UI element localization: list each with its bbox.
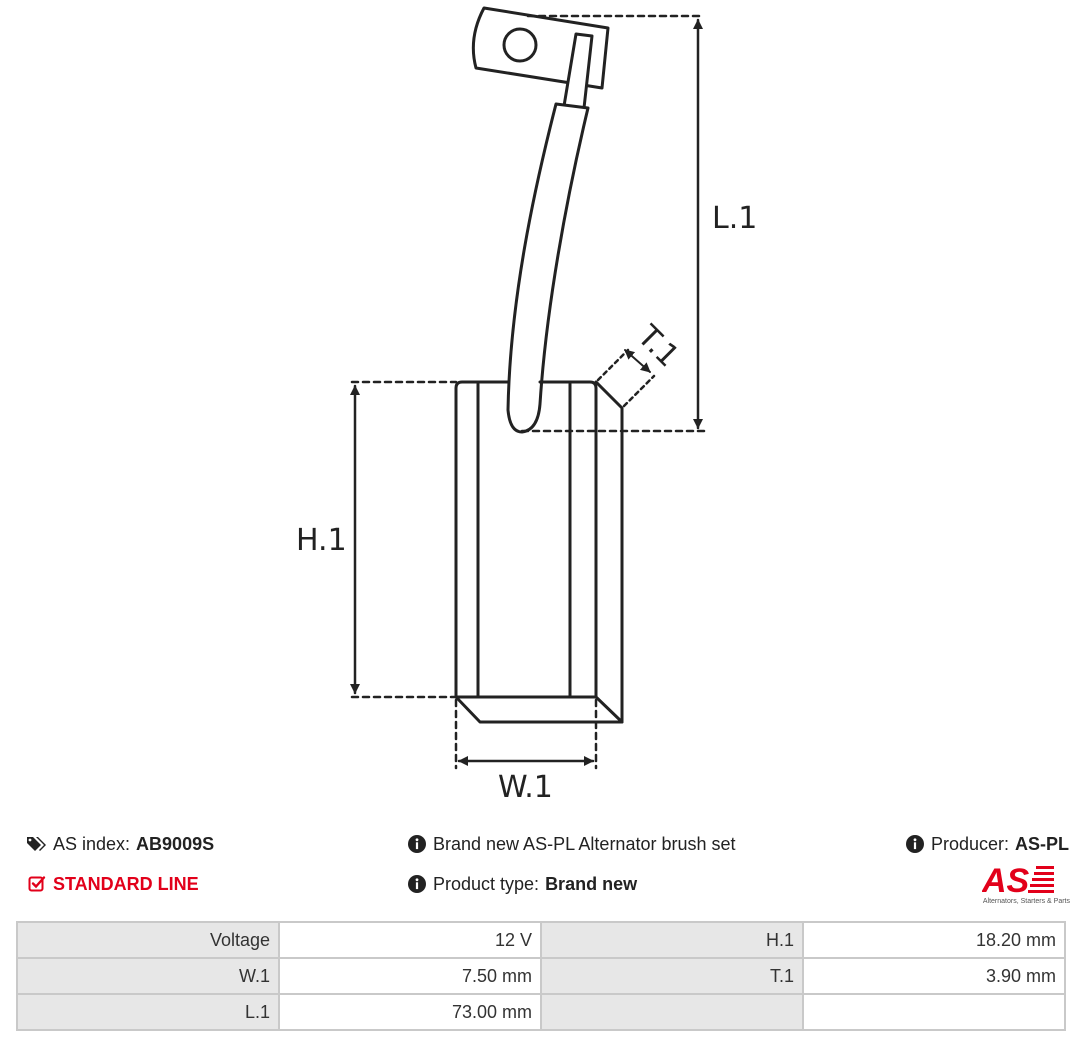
producer-value: AS-PL <box>1015 833 1070 854</box>
spec-value: 7.50 mm <box>278 957 542 995</box>
product-description: Brand new AS-PL Alternator brush set <box>407 831 736 857</box>
as-index: AS index: AB9009S <box>27 831 214 857</box>
as-pl-logo: AS Alternators, Starters & Parts <box>960 862 1070 908</box>
standard-line-badge: STANDARD LINE <box>27 871 199 897</box>
product-type-value: Brand new <box>545 873 638 894</box>
logo-tagline: Alternators, Starters & Parts <box>982 898 1070 905</box>
spec-value: 18.20 mm <box>802 921 1066 959</box>
product-type: Product type: Brand new <box>407 871 637 897</box>
info-circle-icon <box>407 874 427 894</box>
spec-key: T.1 <box>540 957 804 995</box>
check-square-icon <box>27 874 47 894</box>
table-row: W.1 7.50 mm T.1 3.90 mm <box>16 957 1066 995</box>
producer: Producer: AS-PL <box>905 831 1069 857</box>
producer-label: Producer: <box>931 833 1010 854</box>
product-drawing: L.1 H.1 W.1 T.1 <box>296 6 757 805</box>
info-circle-icon <box>905 834 925 854</box>
product-type-label: Product type: <box>433 873 540 894</box>
label-h1: H.1 <box>296 523 347 558</box>
table-row: L.1 73.00 mm <box>16 993 1066 1031</box>
spec-value <box>802 993 1066 1031</box>
spec-key: L.1 <box>16 993 280 1031</box>
table-row: Voltage 12 V H.1 18.20 mm <box>16 921 1066 959</box>
spec-value: 12 V <box>278 921 542 959</box>
spec-key <box>540 993 804 1031</box>
as-logo-mark: AS <box>982 862 1054 896</box>
label-t1: T.1 <box>630 318 686 374</box>
tags-icon <box>27 834 47 854</box>
spec-key: H.1 <box>540 921 804 959</box>
description-text: Brand new AS-PL Alternator brush set <box>433 833 736 854</box>
info-circle-icon <box>407 834 427 854</box>
as-index-value: AB9009S <box>136 833 215 854</box>
brush-block <box>454 380 624 724</box>
spec-key: Voltage <box>16 921 280 959</box>
spec-value: 3.90 mm <box>802 957 1066 995</box>
brush-dimension-diagram: L.1 H.1 W.1 T.1 <box>296 6 757 805</box>
as-index-label: AS index: <box>53 833 131 854</box>
terminal-lug <box>471 6 610 110</box>
label-w1: W.1 <box>498 770 553 805</box>
dimension-lines <box>350 14 710 770</box>
label-l1: L.1 <box>712 201 757 236</box>
specifications-table: Voltage 12 V H.1 18.20 mm W.1 7.50 mm T.… <box>16 921 1066 1031</box>
spec-value: 73.00 mm <box>278 993 542 1031</box>
svg-text:AS: AS <box>982 862 1030 896</box>
spec-key: W.1 <box>16 957 280 995</box>
standard-line-label: STANDARD LINE <box>53 873 199 894</box>
